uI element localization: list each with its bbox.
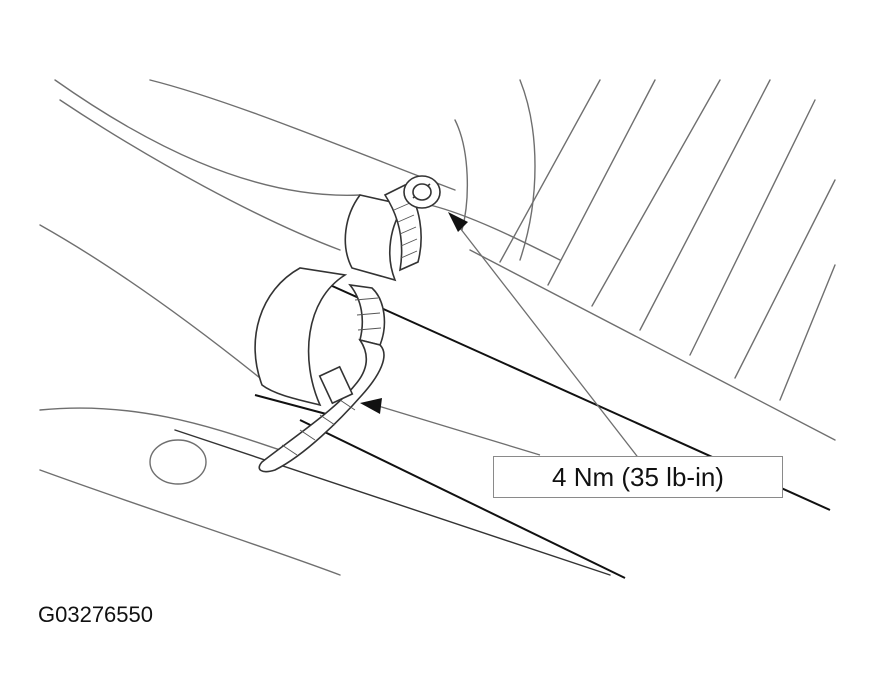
hose: [39, 79, 561, 379]
arrow-icon: [360, 212, 468, 414]
lower-hose-clamp: [258, 283, 386, 473]
hose-collar: [254, 194, 407, 407]
bracket-hole: [149, 439, 207, 485]
background-panel: [149, 79, 836, 441]
torque-callout: 4 Nm (35 lb-in): [493, 456, 783, 498]
mounting-bracket: [39, 407, 611, 576]
torque-label: 4 Nm (35 lb-in): [552, 461, 724, 492]
upper-hose-clamp: [383, 175, 441, 272]
tube: [254, 284, 831, 579]
callout-leaders: [374, 227, 641, 461]
figure-id: G03276550: [38, 602, 153, 627]
lower-clamp-screw-housing: [318, 365, 354, 405]
